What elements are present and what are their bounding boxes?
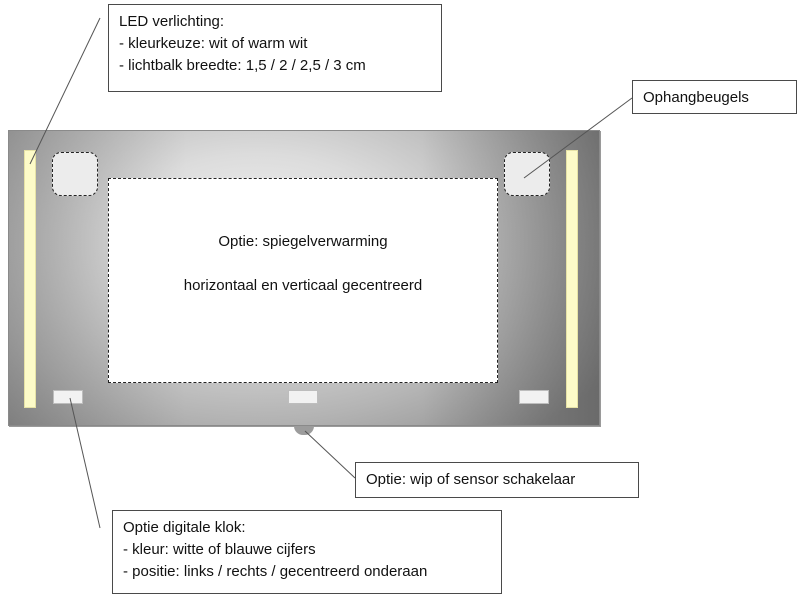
mounting-bracket-right: [504, 152, 550, 196]
callout-switch: Optie: wip of sensor schakelaar: [355, 462, 639, 498]
leader-line-switch: [304, 430, 356, 479]
switch-sensor: [294, 426, 314, 435]
clock-position-left: [53, 390, 83, 404]
mirror-heating-zone: Optie: spiegelverwarming horizontaal en …: [108, 178, 498, 383]
clock-position-center: [288, 390, 318, 404]
mounting-bracket-left: [52, 152, 98, 196]
callout-switch-title: Optie: wip of sensor schakelaar: [366, 471, 576, 488]
heating-zone-label: Optie: spiegelverwarming: [218, 233, 388, 250]
callout-mounting-brackets: Ophangbeugels: [632, 80, 797, 114]
callout-clock-title: Optie digitale klok:: [123, 519, 246, 536]
callout-clock-position: - positie: links / rechts / gecentreerd …: [123, 563, 428, 580]
callout-led-title: LED verlichting:: [119, 13, 225, 30]
callout-led-lighting: LED verlichting: - kleurkeuze: wit of wa…: [108, 4, 442, 92]
callout-led-width: - lichtbalk breedte: 1,5 / 2 / 2,5 / 3 c…: [119, 57, 366, 74]
callout-digital-clock: Optie digitale klok: - kleur: witte of b…: [112, 510, 502, 594]
callout-hangers-title: Ophangbeugels: [643, 89, 749, 106]
leader-line-clock: [69, 397, 101, 529]
callout-led-color: - kleurkeuze: wit of warm wit: [119, 35, 308, 52]
led-light-bar-left: [24, 150, 36, 408]
heating-zone-note: horizontaal en verticaal gecentreerd: [183, 277, 423, 294]
leader-line-led: [29, 17, 101, 165]
led-light-bar-right: [566, 150, 578, 408]
leader-line-hangers: [523, 97, 633, 179]
callout-clock-color: - kleur: witte of blauwe cijfers: [123, 541, 316, 558]
clock-position-right: [519, 390, 549, 404]
